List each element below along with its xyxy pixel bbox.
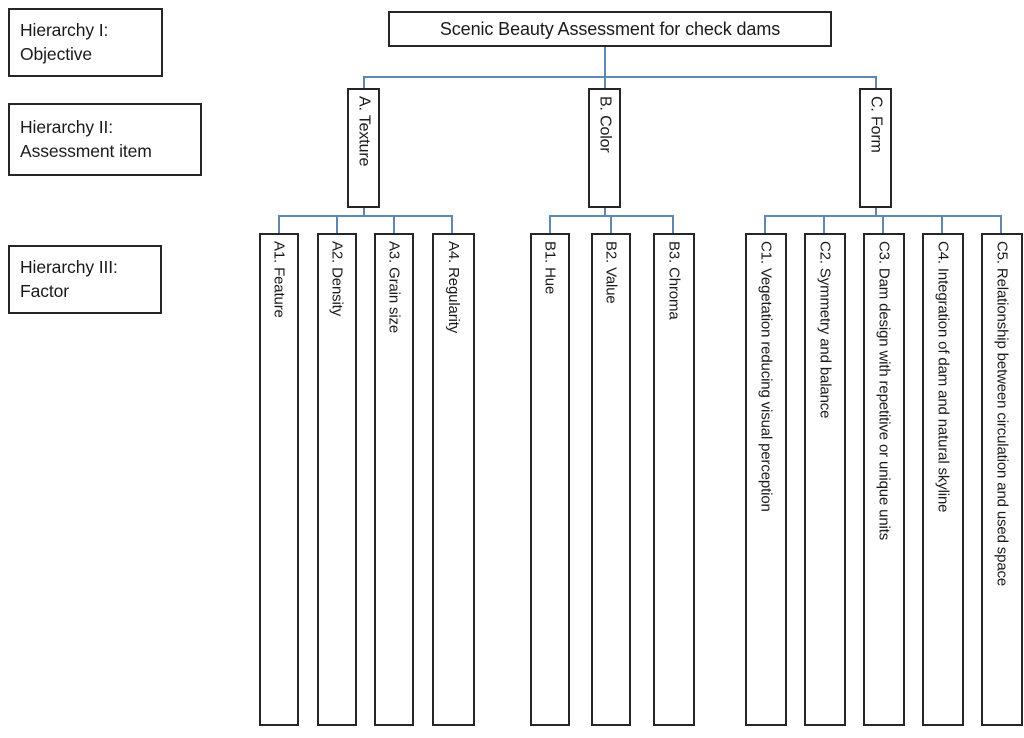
level2-box-a: A. Texture bbox=[347, 88, 380, 208]
connector-root-to-c bbox=[875, 76, 877, 89]
level2-label-c: C. Form bbox=[867, 96, 885, 153]
connector-c-to-c1 bbox=[764, 215, 766, 233]
connector-a-bus bbox=[278, 215, 453, 217]
connector-c-to-c2 bbox=[823, 215, 825, 233]
level2-box-c: C. Form bbox=[859, 88, 892, 208]
connector-b-stem bbox=[604, 208, 606, 217]
level3-label-c4: C4. Integration of dam and natural skyli… bbox=[934, 241, 952, 513]
legend-box-hierarchy-2: Hierarchy II: Assessment item bbox=[8, 103, 202, 176]
connector-root-bus bbox=[363, 76, 877, 78]
connector-b-to-b1 bbox=[549, 215, 551, 233]
level3-label-c5: C5. Relationship between circulation and… bbox=[993, 241, 1011, 587]
level3-box-c5: C5. Relationship between circulation and… bbox=[981, 233, 1023, 726]
connector-c-stem bbox=[875, 208, 877, 217]
level3-box-a2: A2. Density bbox=[317, 233, 357, 726]
connector-root-stem bbox=[604, 47, 606, 77]
legend-label-hierarchy-1: Hierarchy I: Objective bbox=[20, 20, 109, 64]
connector-a-to-a3 bbox=[393, 215, 395, 233]
legend-box-hierarchy-3: Hierarchy III: Factor bbox=[8, 245, 162, 314]
level3-label-a1: A1. Feature bbox=[270, 241, 288, 318]
connector-root-to-a bbox=[363, 76, 365, 89]
level3-label-b2: B2. Value bbox=[602, 241, 620, 304]
level3-label-a2: A2. Density bbox=[328, 241, 346, 317]
level3-box-b1: B1. Hue bbox=[530, 233, 570, 726]
connector-a-to-a2 bbox=[336, 215, 338, 233]
level3-label-a3: A3. Grain size bbox=[385, 241, 403, 334]
connector-b-to-b3 bbox=[672, 215, 674, 233]
level3-label-c1: C1. Vegetation reducing visual perceptio… bbox=[757, 241, 775, 512]
level3-box-a1: A1. Feature bbox=[259, 233, 299, 726]
level3-box-a3: A3. Grain size bbox=[374, 233, 414, 726]
connector-c-to-c3 bbox=[882, 215, 884, 233]
level3-label-a4: A4. Regularity bbox=[445, 241, 462, 334]
connector-a-stem bbox=[363, 208, 365, 217]
level3-box-b3: B3. Chroma bbox=[653, 233, 695, 726]
connector-a-to-a4 bbox=[451, 215, 453, 233]
connector-c-to-c5 bbox=[1000, 215, 1002, 233]
legend-label-hierarchy-3: Hierarchy III: Factor bbox=[20, 257, 118, 301]
level3-box-b2: B2. Value bbox=[591, 233, 631, 726]
level3-box-c1: C1. Vegetation reducing visual perceptio… bbox=[745, 233, 787, 726]
objective-box: Scenic Beauty Assessment for check dams bbox=[388, 11, 832, 47]
level3-box-a4: A4. Regularity bbox=[432, 233, 475, 726]
connector-b-to-b2 bbox=[610, 215, 612, 233]
level2-label-a: A. Texture bbox=[355, 96, 373, 167]
level3-label-b3: B3. Chroma bbox=[665, 241, 683, 320]
level3-label-c3: C3. Dam design with repetitive or unique… bbox=[875, 241, 893, 541]
level3-box-c2: C2. Symmetry and balance bbox=[804, 233, 846, 726]
connector-c-to-c4 bbox=[941, 215, 943, 233]
level2-label-b: B. Color bbox=[596, 96, 614, 153]
connector-a-to-a1 bbox=[278, 215, 280, 233]
level3-box-c4: C4. Integration of dam and natural skyli… bbox=[922, 233, 964, 726]
objective-title: Scenic Beauty Assessment for check dams bbox=[439, 18, 781, 39]
connector-root-to-b bbox=[604, 76, 606, 89]
level3-label-c2: C2. Symmetry and balance bbox=[816, 241, 834, 419]
legend-label-hierarchy-2: Hierarchy II: Assessment item bbox=[20, 117, 152, 161]
level3-box-c3: C3. Dam design with repetitive or unique… bbox=[863, 233, 905, 726]
level3-label-b1: B1. Hue bbox=[541, 241, 559, 295]
legend-box-hierarchy-1: Hierarchy I: Objective bbox=[8, 8, 163, 77]
level2-box-b: B. Color bbox=[588, 88, 621, 208]
